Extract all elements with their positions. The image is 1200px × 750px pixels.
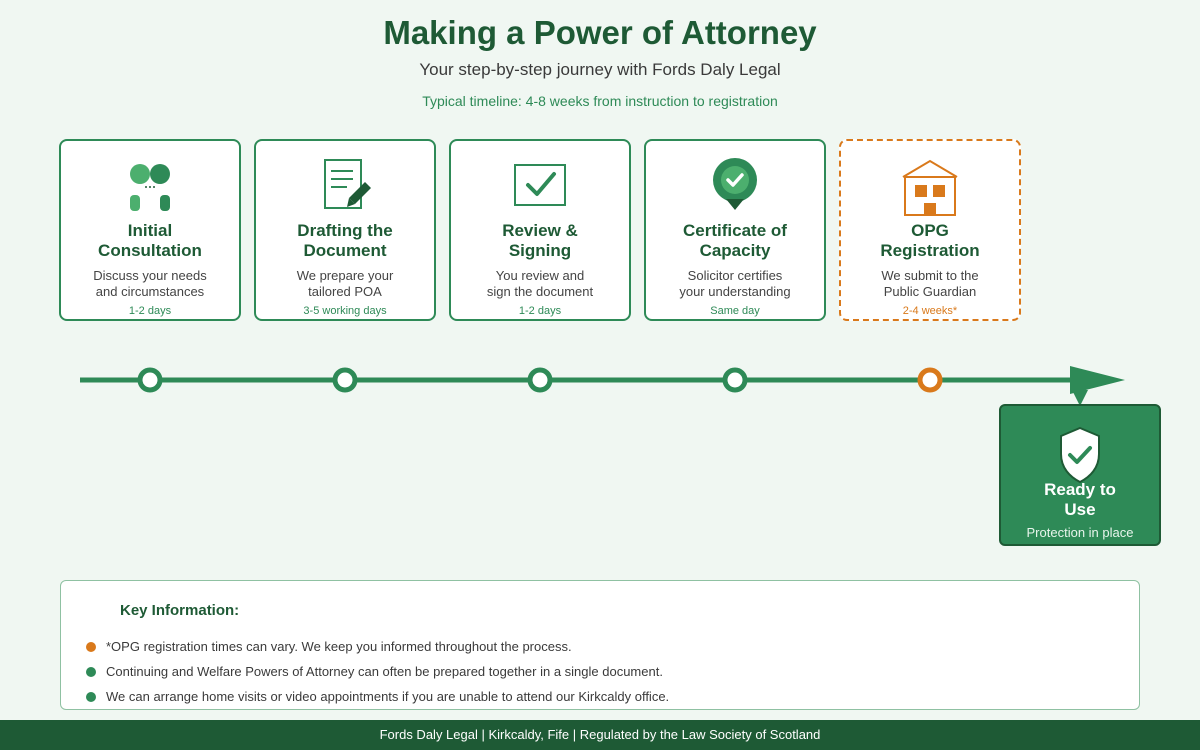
building-icon [841, 157, 1019, 217]
timeline-node [332, 367, 358, 393]
timeline-node [137, 367, 163, 393]
key-info-item: Continuing and Welfare Powers of Attorne… [86, 664, 663, 679]
ready-subtitle: Protection in place [1026, 525, 1134, 540]
bullet-dot [86, 641, 96, 652]
step-duration: 3-5 working days [303, 305, 387, 317]
footer: Fords Daly Legal | Kirkcaldy, Fife | Reg… [0, 720, 1200, 750]
step-duration: 1-2 days [128, 305, 172, 317]
timeline-arrow [1070, 366, 1125, 394]
step-duration: 1-2 days [518, 305, 562, 317]
key-info-text: *OPG registration times can vary. We kee… [106, 639, 572, 654]
key-information-panel: Key Information: *OPG registration times… [60, 580, 1140, 710]
shield-check-icon [1058, 426, 1102, 489]
document-pen-icon [256, 157, 434, 217]
key-information-title: Key Information: [120, 602, 240, 619]
page-title: Making a Power of Attorney [383, 14, 817, 51]
step-duration: 2-4 weeks* [902, 305, 958, 317]
people-icon [61, 157, 239, 217]
key-info-item: *OPG registration times can vary. We kee… [86, 639, 572, 654]
timeline-node [527, 367, 553, 393]
key-info-text: We can arrange home visits or video appo… [106, 689, 670, 704]
bullet-dot [86, 691, 96, 702]
key-info-item: We can arrange home visits or video appo… [86, 689, 669, 704]
timeline-track [80, 366, 1125, 406]
timeline-note: Typical timeline: 4-8 weeks from instruc… [422, 93, 778, 109]
check-pin-icon [646, 157, 824, 217]
key-info-text: Continuing and Welfare Powers of Attorne… [106, 664, 663, 679]
step-title: Review &Signing [502, 221, 578, 260]
timeline-node [722, 367, 748, 393]
timeline-node-opg [917, 367, 943, 393]
step-duration: Same day [710, 305, 760, 317]
page-subtitle: Your step-by-step journey with Fords Dal… [419, 60, 781, 79]
checkbox-icon [451, 157, 629, 217]
bullet-dot [86, 666, 96, 677]
